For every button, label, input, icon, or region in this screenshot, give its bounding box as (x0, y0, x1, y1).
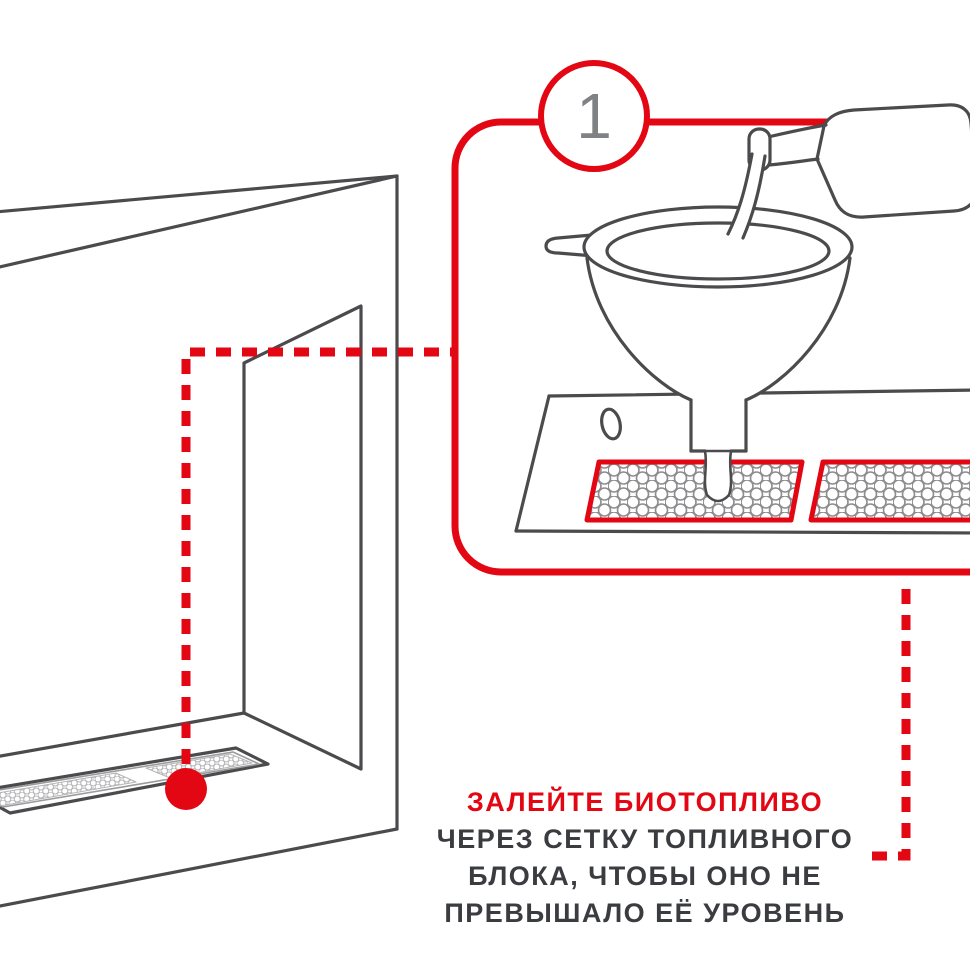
step-badge: 1 (538, 60, 650, 172)
tray-mesh-left (0, 772, 137, 807)
panel-hole (600, 407, 622, 441)
funnel-handle (544, 233, 595, 258)
dashed-connector-left (181, 347, 452, 764)
tray-mesh-right (145, 753, 253, 779)
instruction-line-3: БЛОКА, ЧТОБЫ ОНО НЕ (468, 861, 822, 891)
fireplace-illustration (0, 174, 399, 908)
instruction-line-1: ЗАЛЕЙТЕ БИОТОПЛИВО (466, 787, 824, 817)
fuel-block-illustration (514, 388, 970, 535)
funnel-illustration (544, 103, 970, 503)
location-marker-dot (165, 768, 207, 810)
step-number: 1 (576, 80, 612, 152)
instruction-line-2: ЧЕРЕЗ СЕТКУ ТОПЛИВНОГО (436, 824, 854, 854)
fuel-mesh-right (808, 459, 970, 523)
instruction-text: ЗАЛЕЙТЕ БИОТОПЛИВО ЧЕРЕЗ СЕТКУ ТОПЛИВНОГ… (415, 784, 875, 932)
fuel-mesh-left (584, 459, 805, 523)
funnel-rim-inner (605, 221, 831, 281)
fuel-drip (703, 449, 733, 503)
instruction-line-4: ПРЕВЫШАЛО ЕЁ УРОВЕНЬ (444, 898, 846, 928)
bottle-icon (747, 103, 970, 219)
pour-stream (726, 152, 767, 240)
dashed-connector-right (868, 589, 911, 861)
burner-tray-outline (0, 746, 270, 815)
